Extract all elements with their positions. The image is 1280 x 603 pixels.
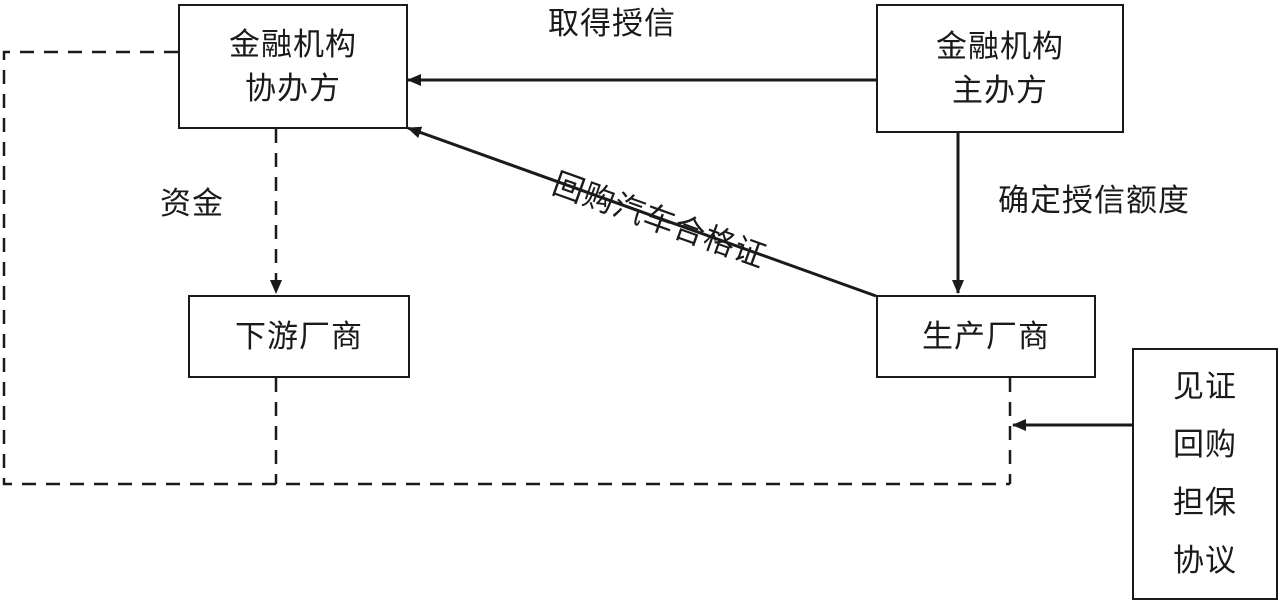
co-organizer-box: 金融机构 协办方 bbox=[178, 4, 408, 129]
obtain-credit-label: 取得授信 bbox=[548, 6, 676, 42]
confirm-credit-limit-label: 确定授信额度 bbox=[998, 183, 1190, 219]
lead-organizer-line1: 金融机构 bbox=[936, 28, 1064, 65]
agreement-line4: 协议 bbox=[1173, 543, 1237, 579]
lead-organizer-box: 金融机构 主办方 bbox=[876, 4, 1124, 133]
lead-organizer-line2: 主办方 bbox=[952, 72, 1048, 109]
manufacturer-box: 生产厂商 bbox=[876, 295, 1096, 378]
agreement-line1: 见证 bbox=[1173, 369, 1237, 405]
agreement-line3: 担保 bbox=[1173, 485, 1237, 521]
funds-label: 资金 bbox=[160, 186, 224, 222]
co-organizer-line1: 金融机构 bbox=[229, 26, 357, 63]
agreement-line2: 回购 bbox=[1173, 427, 1237, 463]
manufacturer-label: 生产厂商 bbox=[922, 318, 1050, 355]
downstream-dealer-box: 下游厂商 bbox=[188, 295, 410, 378]
co-organizer-line2: 协办方 bbox=[245, 70, 341, 107]
arrow-repurchase-certificate bbox=[407, 126, 877, 298]
downstream-dealer-label: 下游厂商 bbox=[235, 318, 363, 355]
agreement-box: 见证 回购 担保 协议 bbox=[1132, 348, 1278, 600]
dashed-loop-co-organizer bbox=[2, 50, 1010, 486]
